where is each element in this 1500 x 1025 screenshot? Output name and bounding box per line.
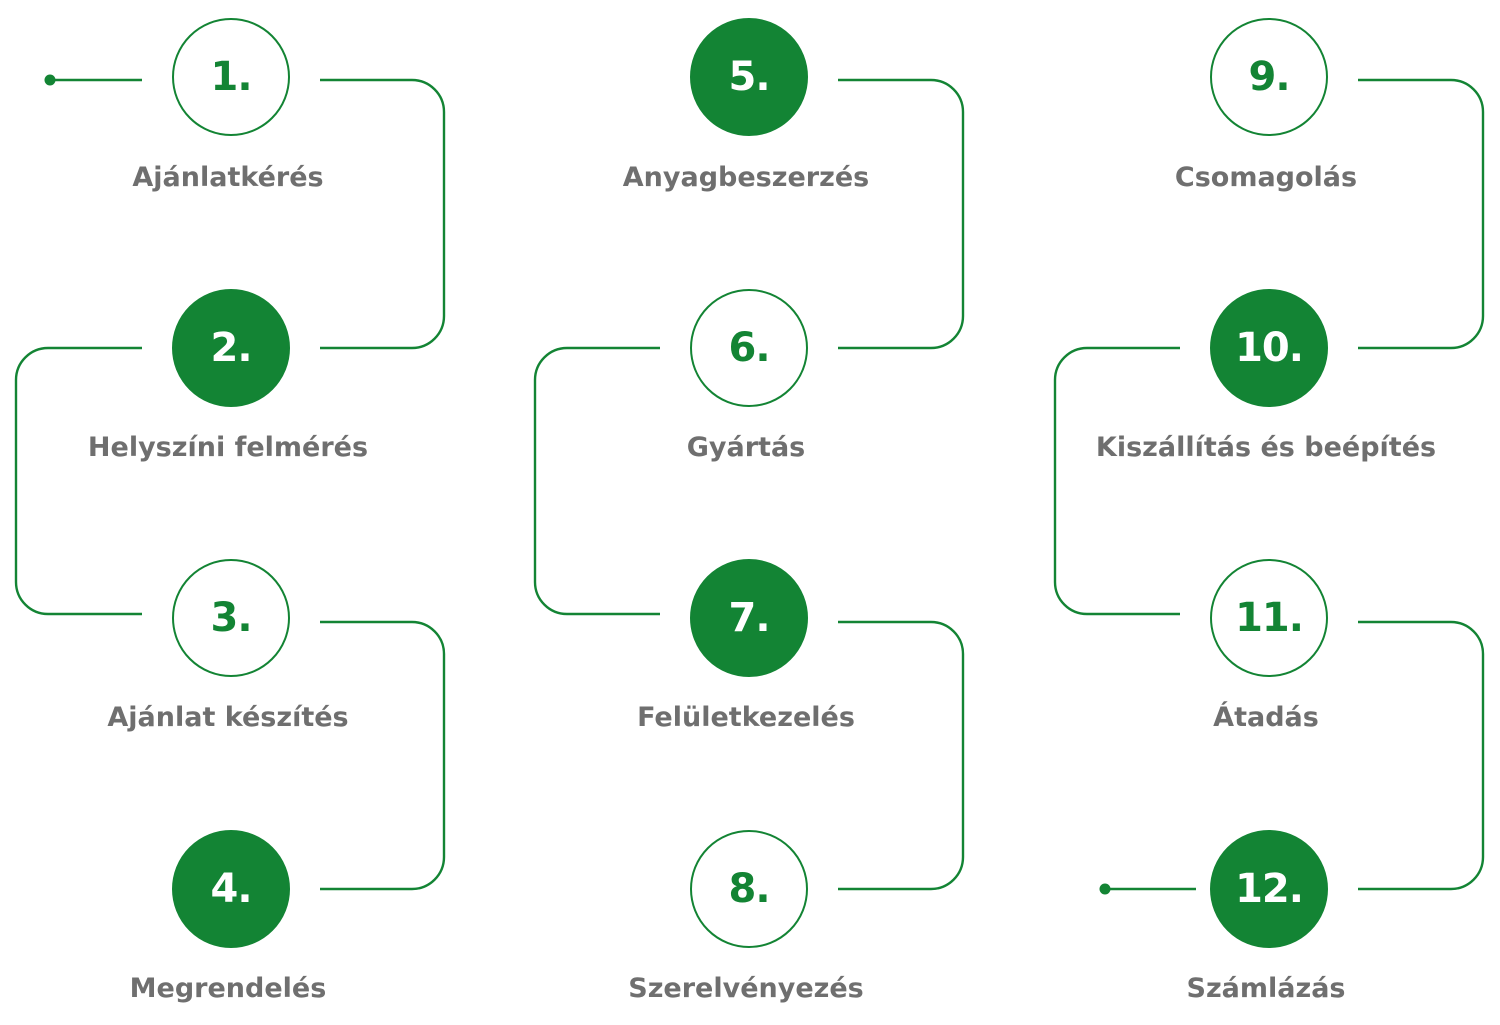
step-6-label: Gyártás [686, 432, 806, 463]
step-8-label: Szerelvényezés [628, 973, 864, 1004]
step-3-circle: 3. [172, 559, 290, 677]
step-11-circle: 11. [1210, 559, 1328, 677]
step-4-label: Megrendelés [129, 973, 327, 1004]
end-dot [1099, 883, 1111, 895]
step-10-label: Kiszállítás és beépítés [1095, 432, 1437, 463]
step-5-label: Anyagbeszerzés [622, 162, 870, 193]
connector-6-7 [533, 346, 660, 616]
connector-10-11 [1053, 346, 1180, 616]
step-7-label: Felületkezelés [637, 702, 855, 733]
step-7-circle: 7. [690, 559, 808, 677]
step-2-label: Helyszíni felmérés [87, 432, 369, 463]
step-1-circle: 1. [172, 18, 290, 136]
start-dot [44, 74, 56, 86]
step-8-circle: 8. [690, 830, 808, 948]
step-10-circle: 10. [1210, 289, 1328, 407]
connector-9-10 [1358, 78, 1485, 350]
step-1-label: Ajánlatkérés [132, 162, 324, 193]
step-3-label: Ajánlat készítés [107, 702, 349, 733]
step-2-circle: 2. [172, 289, 290, 407]
connector-5-6 [838, 78, 965, 350]
connector-11-12 [1358, 620, 1485, 891]
step-12-label: Számlázás [1186, 973, 1346, 1004]
step-9-circle: 9. [1210, 18, 1328, 136]
step-9-label: Csomagolás [1174, 162, 1358, 193]
connector-3-4 [320, 620, 446, 891]
step-11-label: Átadás [1213, 702, 1319, 733]
connector-1-2 [320, 78, 446, 350]
step-4-circle: 4. [172, 830, 290, 948]
step-12-circle: 12. [1210, 830, 1328, 948]
step-5-circle: 5. [690, 18, 808, 136]
step-6-circle: 6. [690, 289, 808, 407]
connector-2-3 [14, 346, 142, 616]
connector-7-8 [838, 620, 965, 891]
